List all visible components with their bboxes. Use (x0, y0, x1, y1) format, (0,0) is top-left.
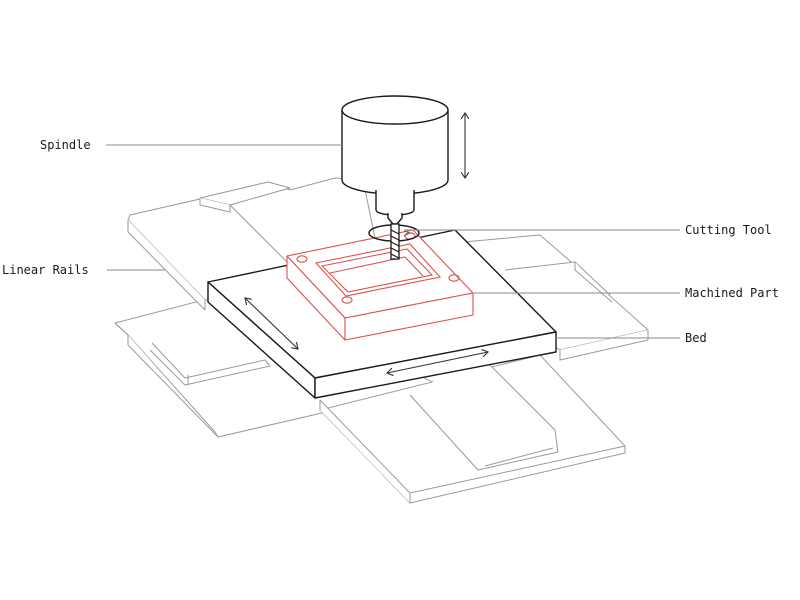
tool-flutes (390, 229, 400, 259)
rail-groove-1 (409, 354, 559, 471)
rail-groove-3b (574, 262, 613, 303)
part-pocket-floor (329, 256, 424, 277)
bed-x-axis-arrow (387, 352, 488, 373)
label-linear-rails: Linear Rails (2, 263, 89, 277)
part-hole-1 (296, 255, 308, 263)
cutting-tool (368, 223, 420, 260)
label-bed: Bed (685, 331, 707, 345)
rail-slab-lower-right-top (409, 445, 626, 494)
spindle-chuck (387, 213, 403, 225)
label-machined-part: Machined Part (685, 286, 779, 300)
label-cutting-tool: Cutting Tool (685, 223, 772, 237)
tool-shank (390, 223, 400, 260)
tool-rotation-arrowhead (403, 230, 412, 237)
rail-slab-upper-left-edge (127, 220, 206, 311)
part-pocket-inner (320, 248, 434, 293)
rail-slab-lower-right-edge (319, 399, 411, 503)
linear-rails-lower (114, 287, 626, 504)
spindle-top (341, 95, 449, 125)
part-right-face (344, 292, 474, 341)
spindle-collar (375, 190, 415, 216)
leader-lines (106, 144, 680, 339)
part-hole-4 (341, 296, 353, 304)
labels: Spindle Cutting Tool Linear Rails Machin… (2, 138, 779, 345)
rail-groove-1b (484, 447, 554, 467)
spindle (341, 95, 465, 225)
machined-part (286, 229, 474, 341)
bed-y-axis-arrow (245, 298, 298, 349)
rail-top-strip-edge (199, 198, 231, 213)
part-hole-3 (448, 274, 460, 282)
part-pocket-outer (314, 243, 442, 297)
rail-slab-lower-left-edge (114, 322, 219, 438)
label-spindle: Spindle (40, 138, 91, 152)
rail-groove-2 (149, 342, 271, 386)
